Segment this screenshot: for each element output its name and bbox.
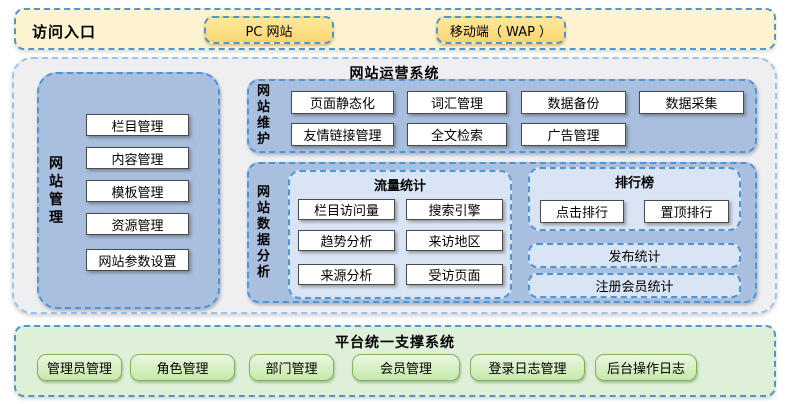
node-content-management: 内容管理 [86,147,189,169]
node-site-parameter-setting: 网站参数设置 [86,249,189,271]
website-management-group: 网站管理 栏目管理 内容管理 模板管理 资源管理 网站参数设置 [37,72,220,309]
node-click-ranking: 点击排行 [540,200,624,223]
operation-system-section: 网站运营系统 网站管理 栏目管理 内容管理 模板管理 资源管理 网站参数设置 网… [12,57,777,314]
node-friend-link-management: 友情链接管理 [291,123,394,146]
support-system-title: 平台统一支撑系统 [335,335,455,351]
mobile-wap-node: 移动端（ WAP ） [436,16,566,44]
node-login-log-management: 登录日志管理 [470,354,585,381]
node-role-management: 角色管理 [130,354,235,381]
access-entrance-title: 访问入口 [32,23,97,41]
node-template-management: 模板管理 [86,180,189,202]
node-visited-pages: 受访页面 [406,264,503,285]
node-data-collection: 数据采集 [639,91,744,114]
node-trend-analysis: 趋势分析 [298,230,395,251]
node-admin-management: 管理员管理 [37,354,122,381]
node-page-staticization: 页面静态化 [291,91,394,114]
website-maintenance-group: 网站维护 页面静态化 词汇管理 数据备份 数据采集 友情链接管理 全文检索 广告… [247,79,757,153]
node-search-engine: 搜索引擎 [406,199,503,220]
node-column-visits: 栏目访问量 [298,199,395,220]
pc-website-node: PC 网站 [204,16,334,44]
support-system-section: 平台统一支撑系统 管理员管理 角色管理 部门管理 会员管理 登录日志管理 后台操… [14,325,776,397]
access-entrance-section: 访问入口 PC 网站 移动端（ WAP ） [14,8,776,50]
node-fulltext-search: 全文检索 [407,123,507,146]
node-resource-management: 资源管理 [86,213,189,235]
ranking-title: 排行榜 [614,176,654,191]
node-top-ranking: 置顶排行 [644,200,729,223]
node-publish-statistics: 发布统计 [528,243,741,268]
website-management-label: 网站管理 [49,155,63,226]
website-data-analysis-label: 网站数据分析 [256,184,270,280]
node-data-backup: 数据备份 [521,91,626,114]
node-vocabulary-management: 词汇管理 [407,91,507,114]
node-registered-member-statistics: 注册会员统计 [528,273,741,298]
node-visitor-region: 来访地区 [406,230,503,251]
node-member-management: 会员管理 [352,354,460,381]
traffic-statistics-title: 流量统计 [373,179,426,194]
traffic-statistics-panel: 流量统计 栏目访问量 搜索引擎 趋势分析 来访地区 来源分析 受访页面 [288,170,512,299]
website-data-analysis-group: 网站数据分析 流量统计 栏目访问量 搜索引擎 趋势分析 来访地区 来源分析 受访… [247,162,757,303]
node-department-management: 部门管理 [249,354,334,381]
node-source-analysis: 来源分析 [298,264,395,285]
node-ad-management: 广告管理 [521,123,626,146]
node-column-management: 栏目管理 [86,114,189,136]
operation-system-title: 网站运营系统 [349,66,440,82]
website-maintenance-label: 网站维护 [256,84,270,147]
ranking-panel: 排行榜 点击排行 置顶排行 [528,167,741,231]
node-backend-operation-log: 后台操作日志 [595,354,697,381]
